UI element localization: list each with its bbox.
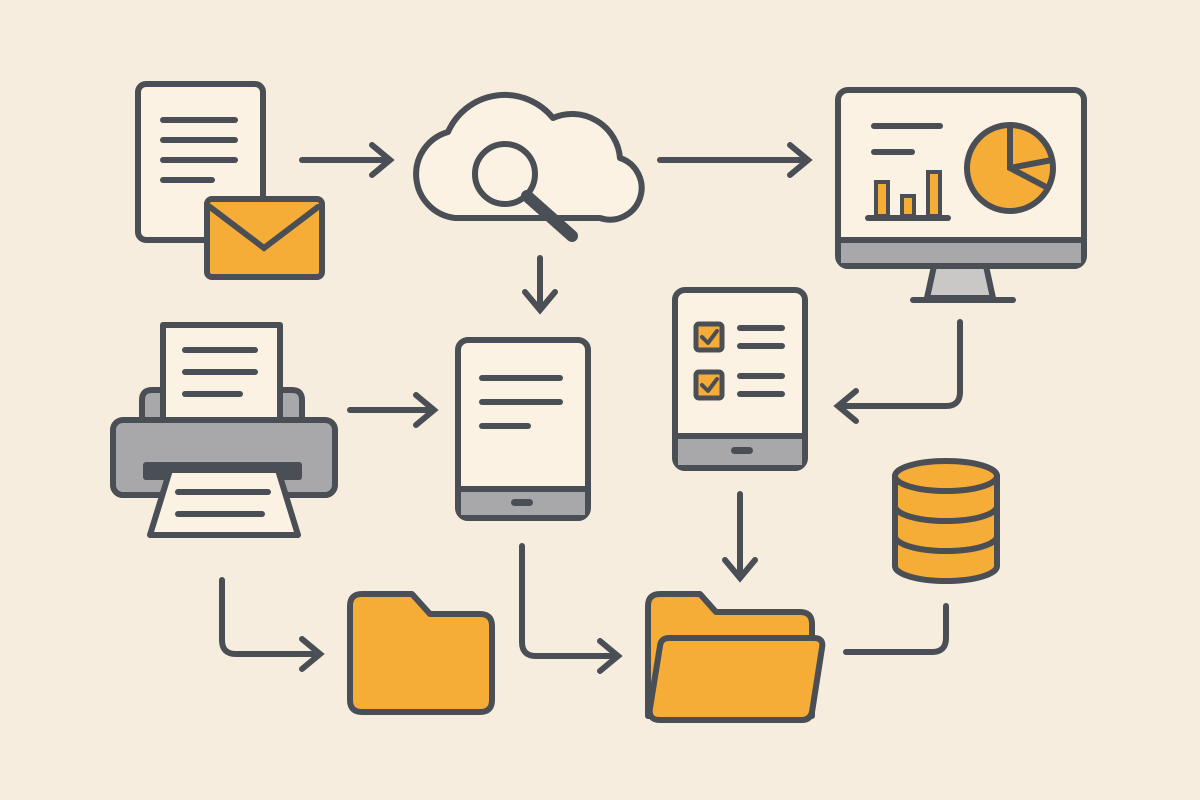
- document-email-icon: [135, 81, 325, 280]
- checkbox-checked-icon: [693, 321, 725, 353]
- arrow-cloud-to-tablet: [522, 255, 558, 315]
- tablet-document-icon: [455, 337, 591, 521]
- folder-icon: [347, 591, 495, 715]
- bar-chart-icon: [865, 170, 951, 221]
- arrow-printer-to-tablet: [347, 392, 439, 428]
- arrow-checklist-to-open-folder: [722, 491, 758, 583]
- pie-chart-icon: [964, 122, 1056, 214]
- arrow-document-to-cloud: [299, 142, 395, 178]
- tablet-checklist-icon: [672, 287, 808, 471]
- connectors: [219, 142, 963, 674]
- printer-icon: [110, 322, 338, 538]
- arrow-tablet-to-open-folder: [519, 543, 623, 674]
- monitor-chart-icon: [835, 87, 1087, 303]
- database-icon: [892, 458, 1000, 584]
- cloud-search-icon: [413, 91, 645, 242]
- arrow-monitor-to-checklist: [833, 319, 963, 424]
- checkbox-checked-icon: [693, 369, 725, 401]
- arrow-cloud-to-monitor: [657, 142, 813, 178]
- folder-open-icon: [645, 591, 826, 723]
- arrow-printer-to-folder: [219, 577, 325, 672]
- line-database-to-open-folder: [843, 603, 949, 655]
